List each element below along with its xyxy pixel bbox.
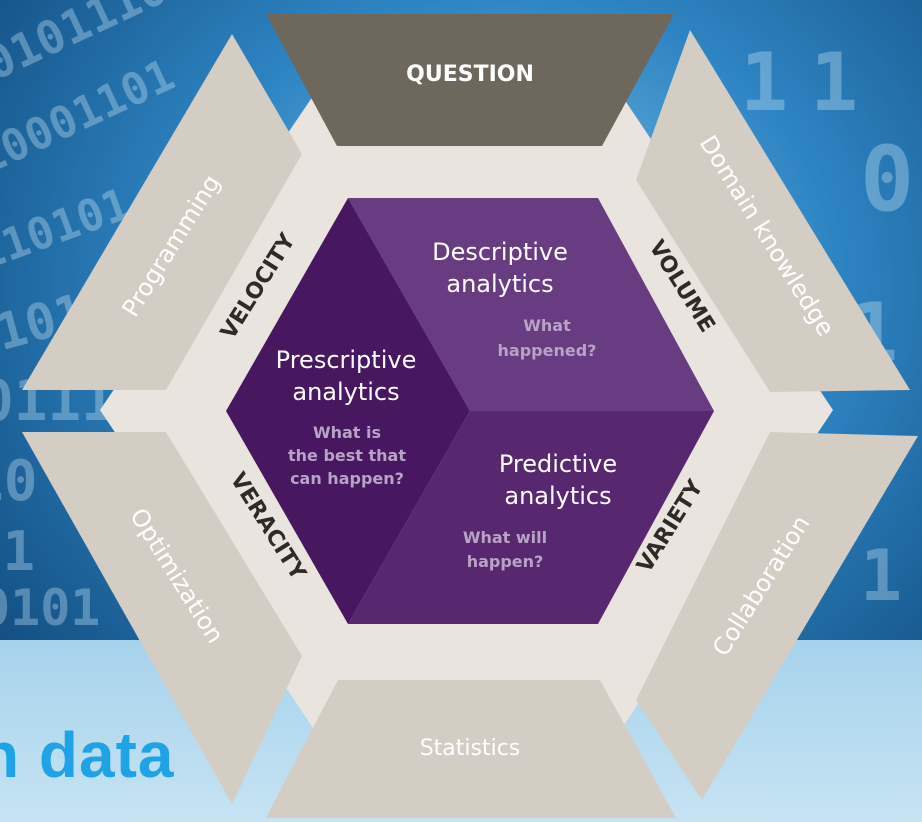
predictive-question-line1: What will xyxy=(463,528,547,547)
prescriptive-analytics-area[interactable] xyxy=(226,198,470,624)
segment-collaboration[interactable] xyxy=(636,432,918,800)
predictive-title-line2: analytics xyxy=(504,482,611,510)
svg-text:1: 1 xyxy=(860,535,902,617)
descriptive-title-line2: analytics xyxy=(446,270,553,298)
segment-question[interactable] xyxy=(266,14,674,146)
prescriptive-title-line1: Prescriptive xyxy=(276,346,417,374)
prescriptive-question-line3: can happen? xyxy=(290,469,404,488)
descriptive-title-line1: Descriptive xyxy=(432,238,568,266)
svg-text:1: 1 xyxy=(740,36,788,129)
descriptive-question-line2: happened? xyxy=(498,341,597,360)
svg-text:0: 0 xyxy=(860,127,914,232)
segment-statistics[interactable] xyxy=(266,680,676,818)
segment-optimization[interactable] xyxy=(22,432,302,804)
prescriptive-question-line2: the best that xyxy=(288,446,406,465)
statistics-label: Statistics xyxy=(420,736,521,761)
svg-text:0101: 0101 xyxy=(0,579,100,637)
descriptive-question-line1: What xyxy=(523,316,571,335)
prescriptive-title-line2: analytics xyxy=(292,378,399,406)
svg-text:1: 1 xyxy=(810,36,858,129)
predictive-question-line2: happen? xyxy=(467,552,544,571)
segment-domain-knowledge[interactable] xyxy=(636,30,910,392)
prescriptive-question-line1: What is xyxy=(313,423,381,442)
background-caption: n data xyxy=(0,719,175,791)
predictive-title-line1: Predictive xyxy=(499,450,617,478)
question-label: QUESTION xyxy=(406,62,534,87)
svg-text:01: 01 xyxy=(0,520,35,583)
svg-text:10: 10 xyxy=(0,449,37,514)
segment-programming[interactable] xyxy=(22,34,302,390)
